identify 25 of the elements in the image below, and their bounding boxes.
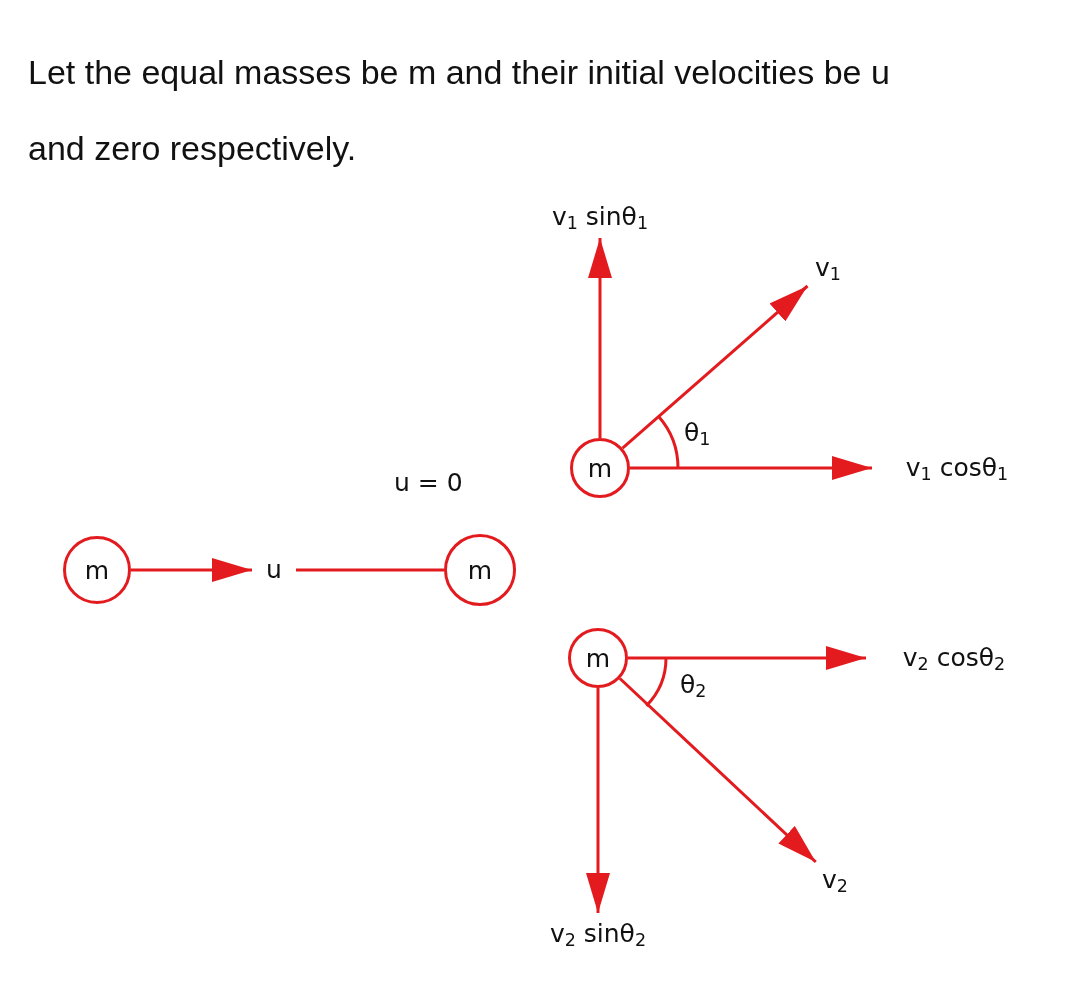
mass-label: m bbox=[467, 557, 493, 583]
velocity-arrow bbox=[621, 284, 809, 450]
velocity-label: u bbox=[252, 552, 296, 588]
velocity-arrow bbox=[588, 238, 612, 438]
mass-circle bbox=[570, 438, 630, 498]
velocity-arrow bbox=[131, 558, 252, 582]
velocity-label: v$_{1}$ sinθ$_{1}$ bbox=[520, 196, 680, 238]
velocity-arrow bbox=[628, 646, 866, 670]
intro-text: Let the equal masses be m and their initial velocities be u and zero respectively. bbox=[28, 53, 890, 167]
velocity-label: v$_{1}$ cosθ$_{1}$ bbox=[872, 448, 1042, 488]
connector-line bbox=[296, 568, 444, 572]
mass-circle bbox=[568, 628, 628, 688]
mass-label: m bbox=[585, 645, 611, 671]
velocity-label: u = 0 bbox=[394, 470, 463, 495]
velocity-arrow bbox=[586, 688, 610, 913]
angle-label: θ$_{1}$ bbox=[684, 420, 711, 445]
mass-label: m bbox=[587, 455, 613, 481]
velocity-arrow bbox=[618, 677, 817, 864]
velocity-label: v$_{2}$ sinθ$_{2}$ bbox=[518, 913, 678, 955]
velocity-label: v$_{2}$ bbox=[812, 862, 858, 898]
velocity-label: v$_{2}$ cosθ$_{2}$ bbox=[866, 638, 1042, 678]
velocity-label: v$_{1}$ bbox=[806, 250, 850, 286]
velocity-arrow bbox=[630, 456, 872, 480]
mass-label: m bbox=[84, 557, 110, 583]
angle-label: θ$_{2}$ bbox=[680, 672, 707, 697]
